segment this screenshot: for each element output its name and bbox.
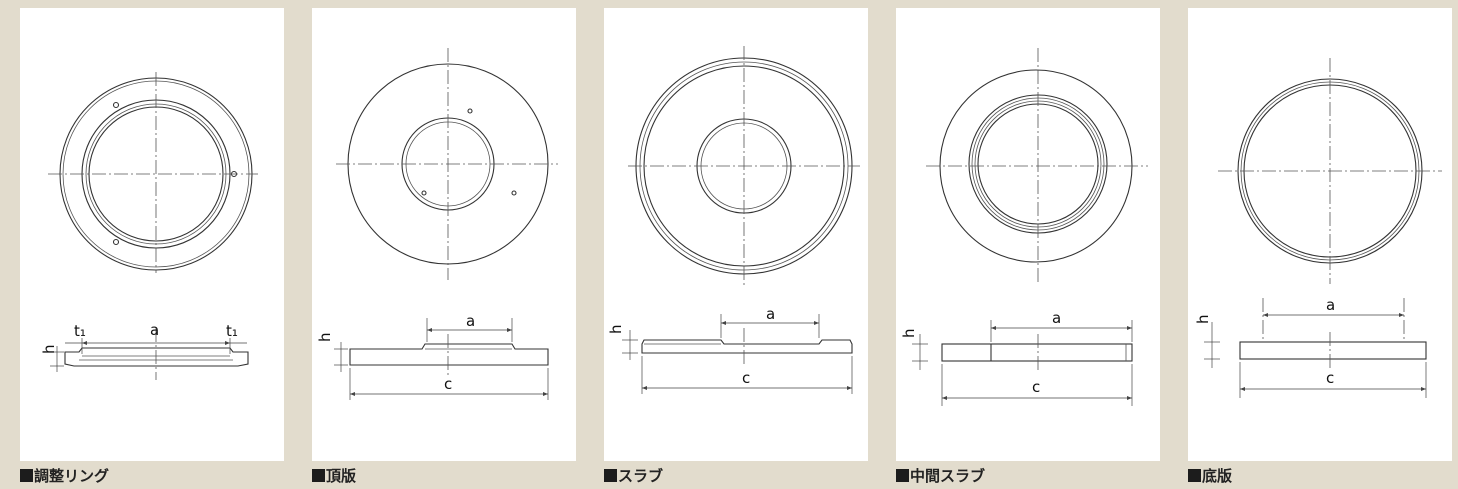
caption-text: 調整リング	[34, 467, 110, 485]
panel-slab: a c h	[604, 8, 868, 461]
dim-label-h: h	[1194, 314, 1212, 324]
panel-adjustment-ring: a t₁ t₁ h	[20, 8, 284, 461]
square-bullet-icon	[896, 469, 909, 482]
adjustment-ring-section-view	[50, 328, 249, 380]
middle-slab-section-view	[912, 320, 1133, 406]
middle-slab-plan-view	[926, 48, 1148, 282]
caption-adjustment-ring: 調整リング	[20, 463, 109, 489]
top-slab-section-view	[334, 318, 549, 400]
bottom-slab-plan-view	[1218, 58, 1442, 284]
dim-label-h: h	[316, 332, 334, 342]
slab-drawing: a c h	[607, 46, 860, 394]
slab-plan-view	[628, 46, 860, 288]
dim-label-a: a	[466, 312, 475, 330]
dim-label-t1-right: t₁	[226, 322, 238, 340]
panel-top-slab: a c h	[312, 8, 576, 461]
caption-text: スラブ	[618, 467, 664, 485]
dim-label-c: c	[1032, 378, 1040, 396]
caption-top-slab: 頂版	[312, 463, 356, 489]
top-slab-plan-view	[336, 48, 558, 280]
adjustment-ring-plan-view	[48, 72, 258, 273]
bottom-slab-section-view	[1204, 298, 1427, 398]
top-slab-drawing: a c h	[316, 48, 558, 400]
dim-label-h: h	[40, 344, 58, 354]
caption-text: 底版	[1202, 467, 1233, 485]
caption-text: 頂版	[326, 467, 357, 485]
caption-text: 中間スラブ	[910, 467, 986, 485]
dim-label-c: c	[742, 369, 750, 387]
bottom-slab-drawing: a c h	[1194, 58, 1442, 398]
dim-label-a: a	[766, 305, 775, 323]
dim-label-a: a	[1052, 309, 1061, 327]
dim-label-a: a	[150, 321, 159, 339]
adjustment-ring-drawing: a t₁ t₁ h	[40, 72, 258, 380]
dim-label-a: a	[1326, 296, 1335, 314]
dim-label-c: c	[444, 375, 452, 393]
panel-middle-slab: a c h	[896, 8, 1160, 461]
square-bullet-icon	[312, 469, 325, 482]
caption-slab: スラブ	[604, 463, 663, 489]
middle-slab-drawing: a c h	[900, 48, 1148, 406]
panel-bottom-slab: a c h	[1188, 8, 1452, 461]
square-bullet-icon	[604, 469, 617, 482]
slab-section-view	[622, 314, 853, 394]
dim-label-h: h	[900, 328, 918, 338]
caption-bottom-slab: 底版	[1188, 463, 1232, 489]
square-bullet-icon	[20, 469, 33, 482]
square-bullet-icon	[1188, 469, 1201, 482]
dim-label-t1-left: t₁	[74, 322, 86, 340]
caption-middle-slab: 中間スラブ	[896, 463, 985, 489]
dim-label-c: c	[1326, 369, 1334, 387]
dim-label-h: h	[607, 324, 625, 334]
